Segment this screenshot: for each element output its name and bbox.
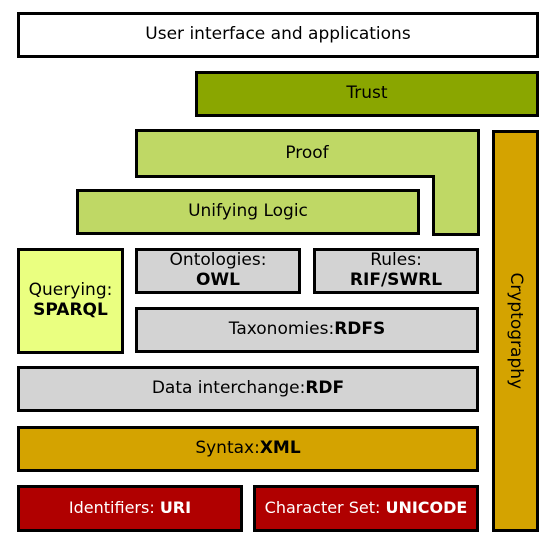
taxonomies-tech: RDFS [334,319,386,340]
character-set-layer: Character Set: UNICODE [253,485,479,532]
character-set-label: Character Set: [264,498,386,518]
proof-layer-outline [135,129,480,236]
trust-label: Trust [346,83,388,104]
ontologies-label: Ontologies: [169,250,267,271]
character-set-tech: UNICODE [385,498,468,518]
data-interchange-layer: Data interchange:RDF [17,366,479,412]
ontologies-layer: Ontologies: OWL [135,248,301,294]
proof-layer: Proof [136,130,478,176]
unifying-logic-label: Unifying Logic [188,201,308,222]
syntax-label: Syntax: [195,438,260,459]
syntax-layer: Syntax:XML [17,426,479,472]
proof-label: Proof [285,143,329,163]
identifiers-label: Identifiers: [68,498,160,518]
identifiers-tech: URI [159,498,192,518]
cryptography-layer: Cryptography [492,130,539,532]
syntax-tech: XML [259,438,301,459]
identifiers-layer: Identifiers: URI [17,485,243,532]
unifying-logic-layer: Unifying Logic [76,189,420,235]
taxonomies-layer: Taxonomies:RDFS [135,307,479,353]
user-interface-layer: User interface and applications [17,12,539,58]
ontologies-tech: OWL [195,270,241,290]
user-interface-label: User interface and applications [145,24,411,45]
data-interchange-tech: RDF [305,378,345,399]
trust-layer: Trust [195,71,539,117]
querying-tech: SPARQL [33,300,108,320]
cryptography-label: Cryptography [506,272,527,390]
querying-label: Querying: [28,280,113,301]
rules-label: Rules: [370,250,422,271]
rules-layer: Rules: RIF/SWRL [313,248,479,294]
taxonomies-label: Taxonomies: [228,319,335,340]
rules-tech: RIF/SWRL [349,270,443,290]
data-interchange-label: Data interchange: [151,378,306,399]
querying-layer: Querying: SPARQL [17,248,124,354]
